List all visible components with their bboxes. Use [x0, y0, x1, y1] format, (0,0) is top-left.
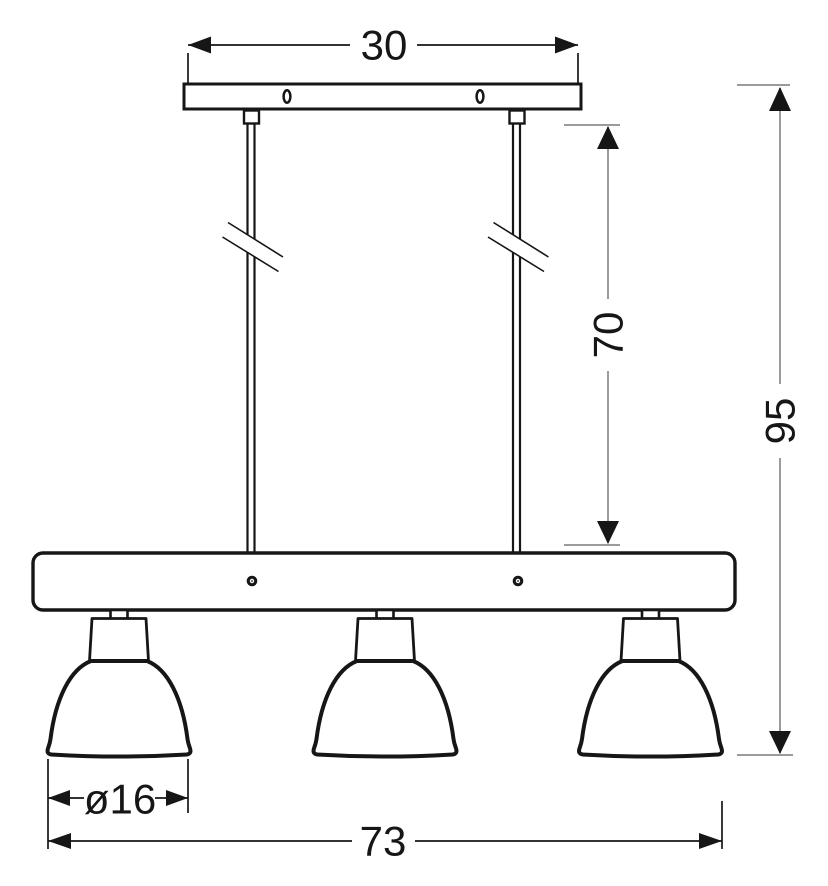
rod-break-right: [487, 221, 549, 273]
plate-width-label: 30: [361, 22, 408, 69]
fixture-bar: [31, 551, 737, 612]
suspension-rod-right: [511, 123, 522, 553]
bar-screw-right: [512, 575, 524, 587]
arrow-left-icon: [188, 36, 211, 54]
rod-break-left: [222, 221, 284, 273]
ceiling-plate: [182, 82, 583, 111]
rod-connector-right: [508, 109, 526, 125]
arrow-down-icon: [769, 731, 791, 754]
arrow-right-icon: [699, 833, 722, 849]
dimension-total-height: 95: [737, 84, 804, 756]
mounting-slot-left: [282, 89, 292, 104]
suspension-rod-left: [246, 123, 256, 553]
arrow-up-icon: [597, 126, 619, 149]
lamp-left: [45, 608, 193, 759]
suspension-drop-label: 70: [585, 312, 632, 359]
arrow-right-icon: [166, 790, 188, 806]
lamp-center: [311, 608, 459, 759]
total-height-label: 95: [757, 398, 804, 445]
arrow-right-icon: [555, 36, 578, 54]
arrow-left-icon: [48, 833, 71, 849]
arrow-left-icon: [48, 790, 70, 806]
rod-connector-left: [242, 109, 261, 125]
arrow-up-icon: [769, 87, 791, 111]
dimension-shade-diameter: ø16: [47, 759, 189, 849]
arrow-down-icon: [597, 521, 619, 544]
mounting-slot-right: [475, 89, 485, 104]
bar-screw-left: [246, 575, 258, 587]
total-width-label: 73: [360, 818, 407, 865]
dimension-plate-width: 30: [187, 22, 579, 83]
shade-diameter-label: ø16: [84, 776, 156, 823]
dimension-total-width: 73: [48, 801, 723, 865]
lamp-right: [577, 608, 724, 759]
dimension-suspension-drop: 70: [564, 124, 632, 546]
